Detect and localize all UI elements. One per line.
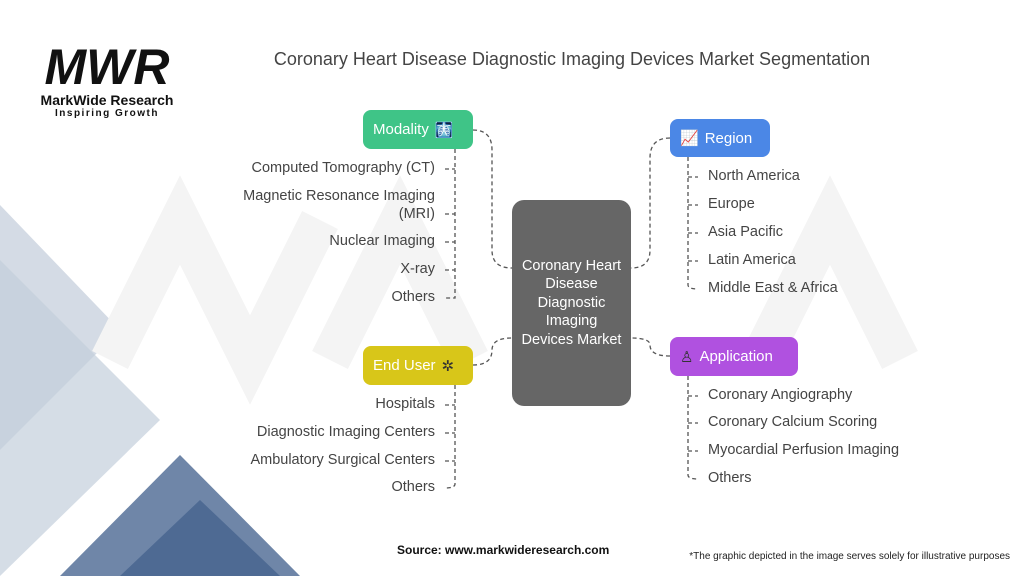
application-node: ♙ Application [670,337,798,376]
chart-question-icon: 📈 [680,130,699,147]
list-item: Europe [708,196,755,212]
list-item: Others [708,470,752,486]
logo-mark: MWR [44,39,170,95]
region-node: 📈 Region [670,119,770,157]
watermark-shape [92,175,918,405]
end-user-node: End User ✲ [363,346,473,385]
list-item: Middle East & Africa [708,280,838,296]
list-item: Diagnostic Imaging Centers [256,424,435,440]
modality-node: Modality 🩻 [363,110,473,149]
modality-label: Modality [373,121,429,138]
page-title: Coronary Heart Disease Diagnostic Imagin… [273,49,871,69]
list-item: Coronary Calcium Scoring [708,414,878,430]
logo-name: MarkWide Research [40,92,174,108]
list-item: Latin America [708,252,796,268]
list-item: Hospitals [375,396,435,412]
source-text: Source: www.markwideresearch.com [397,543,610,557]
region-label: Region [704,129,753,147]
logo-tagline: Inspiring Growth [55,108,159,119]
network-users-icon: ✲ [441,357,455,375]
application-label: Application [699,348,773,365]
list-item: Coronary Angiography [708,387,853,403]
list-item: Nuclear Imaging [329,233,435,249]
footnote: *The graphic depicted in the image serve… [689,551,1010,562]
list-item: Asia Pacific [708,224,783,240]
list-item: Ambulatory Surgical Centers [250,452,435,468]
doctor-xray-icon: 🩻 [434,121,454,139]
list-item: X-ray [400,261,435,277]
center-node: Coronary Heart Disease Diagnostic Imagin… [512,200,631,406]
list-item: Others [391,479,435,495]
list-item: Others [391,289,435,305]
list-item: North America [708,168,800,184]
patient-scan-icon: ♙ [680,348,694,366]
end-user-label: End User [373,357,436,374]
logo: MWR MarkWide Research Inspiring Growth [32,42,182,119]
list-item: Magnetic Resonance Imaging (MRI) [243,188,435,222]
list-item: Myocardial Perfusion Imaging [708,442,900,458]
list-item: Computed Tomography (CT) [251,160,435,176]
